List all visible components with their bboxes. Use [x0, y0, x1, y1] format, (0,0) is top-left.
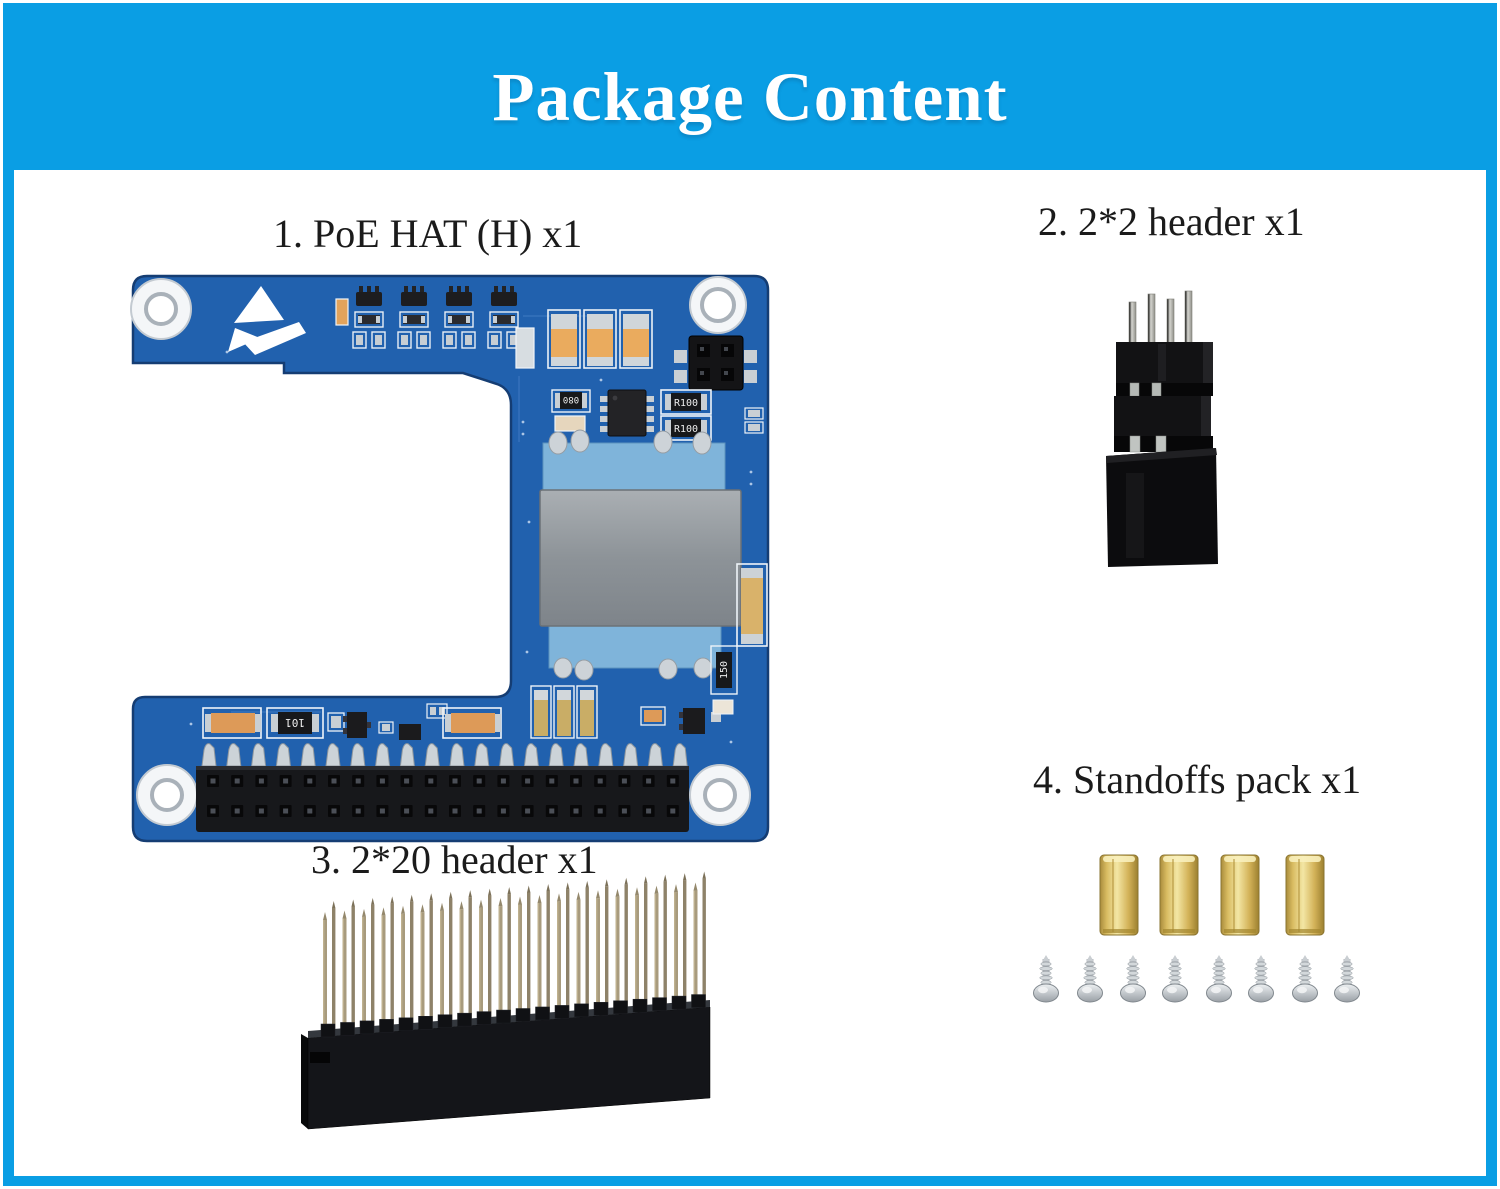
transistor-row: [352, 286, 521, 349]
emi-shield: [539, 489, 742, 627]
item-2-label: 2. 2*2 header x1: [1038, 199, 1305, 244]
header-2x2-body: [1106, 342, 1218, 567]
silkscreen-resistor-150: 150: [710, 645, 738, 715]
svg-text:R100: R100: [674, 424, 698, 435]
brass-standoffs: [1099, 854, 1325, 936]
mounting-hole-top-right: [689, 276, 747, 334]
capacitor-bank: [547, 309, 653, 369]
gpio-header-top-edge: [196, 766, 689, 770]
item-4-label: 4. Standoffs pack x1: [1033, 757, 1362, 802]
svg-text:080: 080: [563, 394, 579, 404]
side-capacitor: [736, 563, 768, 647]
silkscreen-resistor-r100-2: R100: [660, 415, 712, 441]
gpio-header: [196, 766, 689, 832]
svg-text:150: 150: [719, 661, 730, 679]
ethernet-transformer: [542, 429, 726, 681]
item-1-label: 1. PoE HAT (H) x1: [273, 211, 583, 256]
esd-logo-icon: [228, 286, 306, 355]
screws: [1033, 955, 1360, 1003]
silkscreen-resistor-101: 101: [266, 707, 324, 739]
solder-pin-row: [201, 743, 688, 767]
bottom-components: 101: [202, 645, 738, 740]
header-2x2-pins: [1128, 290, 1193, 349]
header-2x2-image: [1106, 290, 1218, 567]
svg-text:101: 101: [285, 716, 305, 729]
poe-socket-2x2: [674, 335, 757, 391]
svg-text:R100: R100: [674, 398, 698, 409]
header-2x20-image: [301, 871, 711, 1130]
header-2x20-socket-teeth: [320, 994, 706, 1038]
page-title: Package Content: [492, 59, 1008, 135]
mounting-hole-bottom-left: [136, 764, 198, 826]
gpio-pin-holes: [207, 775, 679, 817]
header-2x20-pins-front: [323, 882, 698, 1036]
mounting-hole-bottom-right: [689, 764, 751, 826]
standoffs-image: [1033, 854, 1360, 1003]
small-components-right: [744, 407, 764, 434]
item-3-label: 3. 2*20 header x1: [311, 837, 598, 882]
header-2x20-pins-back: [332, 871, 706, 1030]
poe-hat-image: R100 R100 080: [130, 274, 770, 843]
mounting-hole-top-left: [130, 278, 192, 340]
small-capacitor: [335, 298, 349, 326]
content-area: 1. PoE HAT (H) x1 2. 2*2 header x1 3. 2*…: [3, 170, 1497, 1186]
silver-capacitor: [515, 327, 535, 369]
header-banner: Package Content: [3, 3, 1497, 170]
silkscreen-resistor-r100-1: R100: [660, 389, 712, 415]
soic8-chip: [600, 389, 654, 437]
silkscreen-resistor-080: 080: [551, 389, 591, 432]
